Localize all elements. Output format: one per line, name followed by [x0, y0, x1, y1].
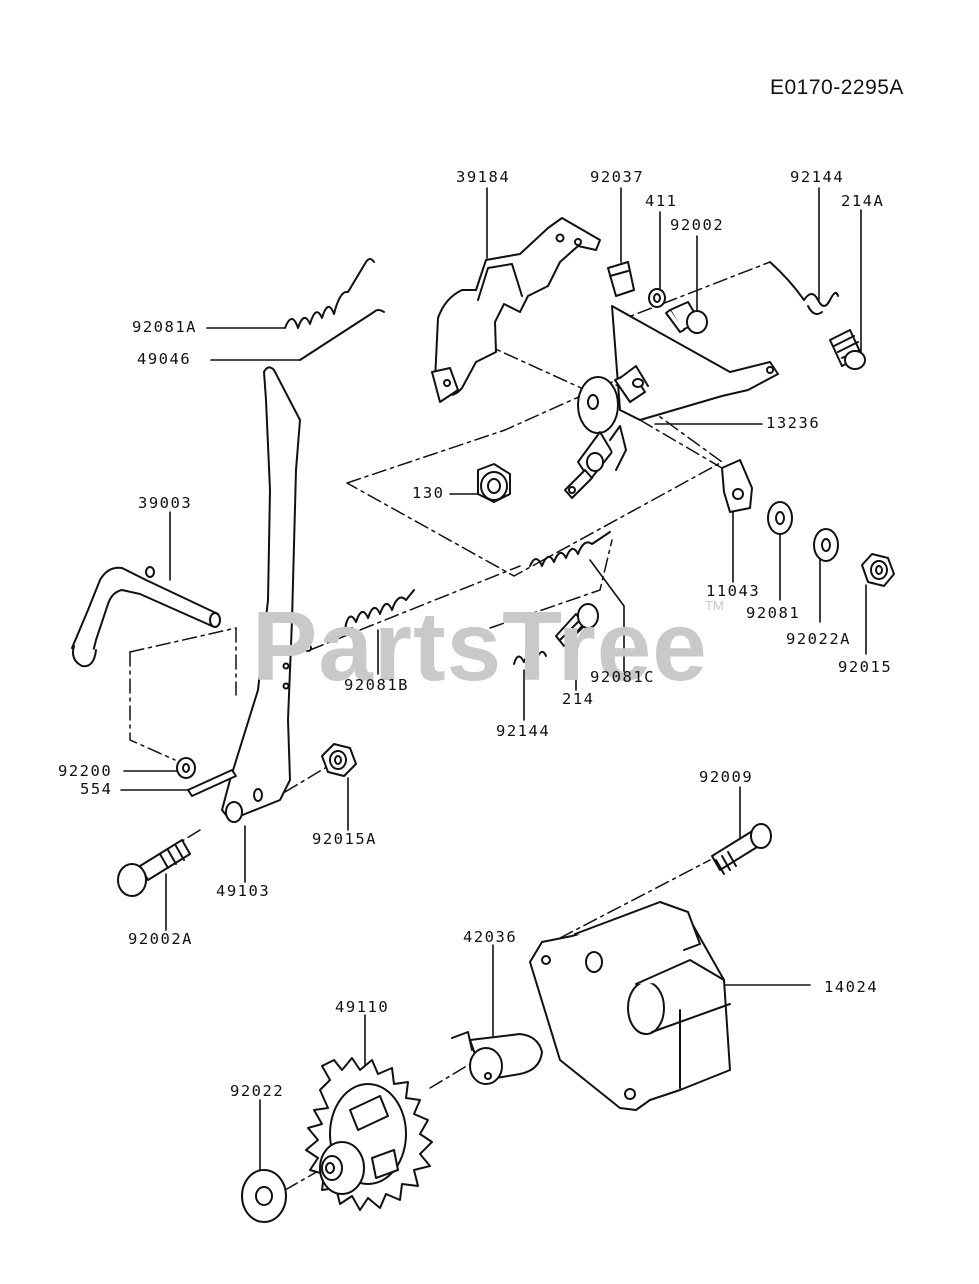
- document-id: E0170-2295A: [770, 76, 904, 99]
- plate-11043: [721, 459, 753, 513]
- part-label-92015A[interactable]: 92015A: [312, 830, 377, 848]
- spring-92081A: [284, 258, 375, 329]
- part-label-42036[interactable]: 42036: [463, 928, 518, 946]
- part-label-92081[interactable]: 92081: [746, 604, 801, 622]
- bolt-214: [555, 603, 599, 647]
- washer-92200: [176, 757, 196, 779]
- bolt-92002: [665, 301, 708, 334]
- bolt-214A: [829, 329, 866, 370]
- bracket-39184: [431, 217, 601, 403]
- part-label-92009[interactable]: 92009: [699, 768, 754, 786]
- housing-14024: [529, 901, 731, 1111]
- watermark-trademark: TM: [705, 598, 724, 613]
- part-label-49103[interactable]: 49103: [216, 882, 271, 900]
- watermark: PartsTree: [252, 591, 708, 701]
- nut-92015: [861, 553, 895, 587]
- arm-13236: [611, 305, 779, 421]
- part-label-92037[interactable]: 92037: [590, 168, 645, 186]
- part-label-92144-lower[interactable]: 92144: [496, 722, 551, 740]
- part-label-39003[interactable]: 39003: [138, 494, 193, 512]
- clip-92037: [607, 261, 635, 297]
- part-label-554[interactable]: 554: [80, 780, 113, 798]
- part-label-92002[interactable]: 92002: [670, 216, 725, 234]
- part-label-92081A[interactable]: 92081A: [132, 318, 197, 336]
- part-label-130[interactable]: 130: [412, 484, 445, 502]
- rod-39003: [71, 566, 221, 668]
- part-label-92081C[interactable]: 92081C: [590, 668, 655, 686]
- part-label-214A[interactable]: 214A: [841, 192, 885, 210]
- lever-49103: [221, 366, 312, 823]
- pin-42036: [451, 1031, 543, 1085]
- part-label-92022[interactable]: 92022: [230, 1082, 285, 1100]
- spring-92081B: [344, 589, 415, 631]
- washer-92022: [241, 1169, 287, 1223]
- part-label-92144-top[interactable]: 92144: [790, 168, 845, 186]
- part-label-92015[interactable]: 92015: [838, 658, 893, 676]
- bolt-92002A: [117, 839, 191, 897]
- pin-554: [187, 769, 237, 797]
- part-label-214[interactable]: 214: [562, 690, 595, 708]
- bolt-92009: [711, 823, 772, 875]
- part-label-92081B[interactable]: 92081B: [344, 676, 409, 694]
- part-label-11043[interactable]: 11043: [706, 582, 761, 600]
- part-label-49110[interactable]: 49110: [335, 998, 390, 1016]
- spring-92081C: [529, 531, 611, 567]
- part-label-39184[interactable]: 39184: [456, 168, 511, 186]
- part-label-14024[interactable]: 14024: [824, 978, 879, 996]
- part-label-92022A[interactable]: 92022A: [786, 630, 851, 648]
- washer-92081: [767, 501, 793, 535]
- governor-lever: [564, 365, 649, 499]
- washer-92022A: [813, 528, 839, 562]
- spring-92144-top: [769, 261, 839, 315]
- bolt-130: [477, 463, 511, 503]
- rod-49046: [299, 309, 385, 361]
- washer-411: [648, 288, 666, 308]
- gear-49110: [305, 1057, 433, 1211]
- part-label-411[interactable]: 411: [645, 192, 678, 210]
- part-label-92200[interactable]: 92200: [58, 762, 113, 780]
- part-label-13236[interactable]: 13236: [766, 414, 821, 432]
- nut-92015A: [321, 743, 357, 777]
- part-label-92002A[interactable]: 92002A: [128, 930, 193, 948]
- part-label-49046[interactable]: 49046: [137, 350, 192, 368]
- spring-92144-lower: [513, 650, 547, 665]
